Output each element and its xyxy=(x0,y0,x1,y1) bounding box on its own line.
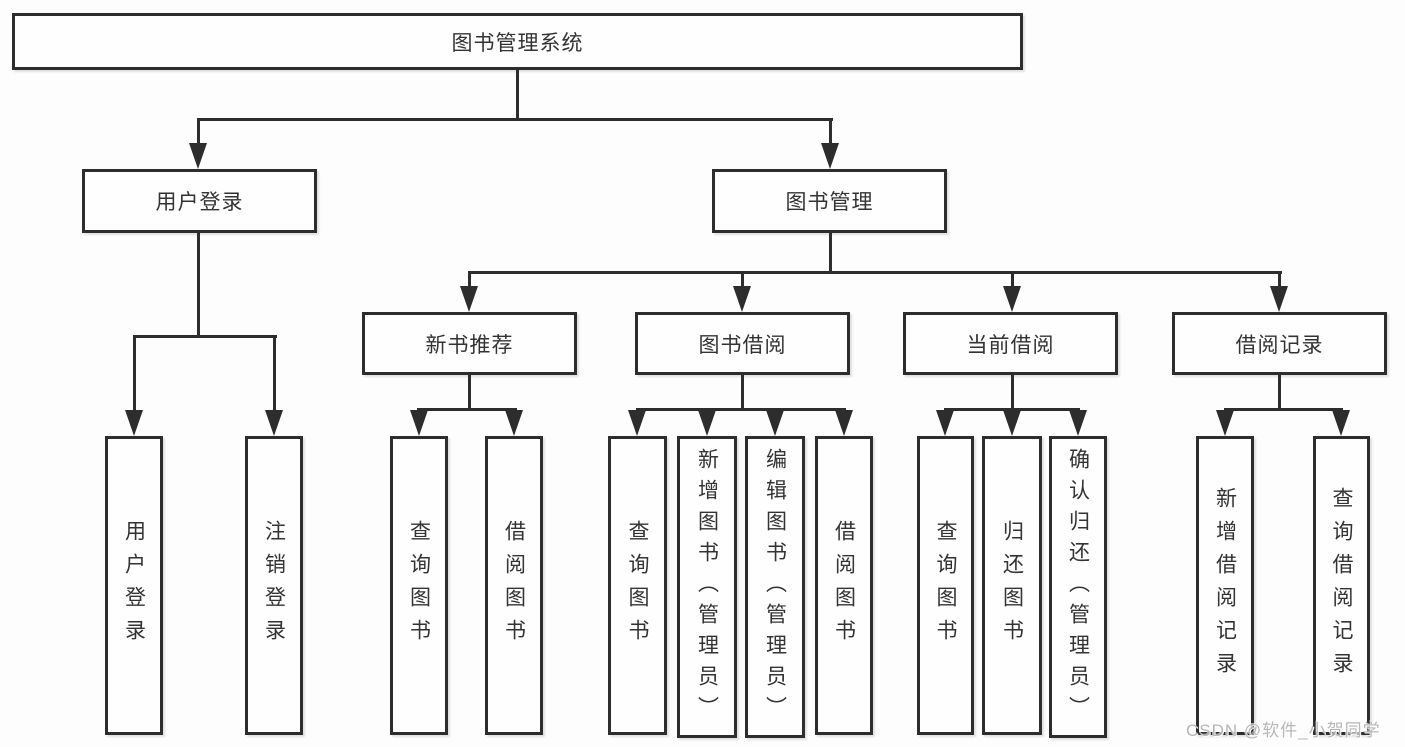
arrow-down-icon xyxy=(410,410,428,436)
connector-stub-current-borrow xyxy=(1011,271,1014,290)
leaf-label: 编辑图书（管理员） xyxy=(763,447,787,727)
leaf-label: 查询图书 xyxy=(934,519,957,652)
leaf-user-login: 用户登录 xyxy=(105,436,163,735)
connector-borrowrecords-split xyxy=(1224,408,1343,411)
arrow-down-icon xyxy=(766,410,784,436)
connector-stub-book-mgmt xyxy=(829,118,832,146)
node-current-borrow: 当前借阅 xyxy=(903,312,1118,375)
leaf-borrow-borrow: 借阅图书 xyxy=(815,436,873,735)
leaf-current-confirm: 确认归还（管理员） xyxy=(1049,436,1107,738)
node-book-mgmt: 图书管理 xyxy=(712,169,947,233)
leaf-borrow-query: 查询图书 xyxy=(608,436,667,735)
leaf-label: 确认归还（管理员） xyxy=(1066,447,1090,727)
arrow-down-icon xyxy=(1332,410,1350,436)
leaf-borrow-edit: 编辑图书（管理员） xyxy=(745,436,805,738)
connector-stub-leaf xyxy=(273,335,276,412)
arrow-down-icon xyxy=(189,143,207,169)
arrow-down-icon xyxy=(265,410,283,436)
connector-currentborrow-drop xyxy=(1011,375,1014,410)
arrow-down-icon xyxy=(505,410,523,436)
connector-stub-user-login xyxy=(197,118,200,146)
leaf-records-add: 新增借阅记录 xyxy=(1196,436,1254,735)
connector-stub-borrow-records xyxy=(1278,271,1281,290)
connector-bookmgmt-split xyxy=(468,271,1282,274)
leaf-records-query: 查询借阅记录 xyxy=(1313,436,1370,735)
leaf-label: 查询图书 xyxy=(407,519,431,652)
arrow-down-icon xyxy=(733,286,751,312)
leaf-label: 新增图书（管理员） xyxy=(695,447,719,727)
connector-newbooks-split xyxy=(417,408,517,411)
node-label: 图书管理 xyxy=(785,191,874,214)
connector-stub-book-borrow xyxy=(741,271,744,290)
node-label: 图书借阅 xyxy=(698,333,787,357)
node-label: 借阅记录 xyxy=(1235,333,1324,357)
node-library-system: 图书管理系统 xyxy=(12,13,1023,70)
leaf-label: 借阅图书 xyxy=(502,519,526,652)
arrow-down-icon xyxy=(1003,286,1021,312)
connector-bookmgmt-drop xyxy=(829,233,832,273)
leaf-label: 查询借阅记录 xyxy=(1330,486,1353,685)
node-label: 用户登录 xyxy=(155,191,244,214)
arrow-down-icon xyxy=(628,410,646,436)
arrow-down-icon xyxy=(125,410,143,436)
arrow-down-icon xyxy=(835,410,853,436)
arrow-down-icon xyxy=(936,410,954,436)
arrow-down-icon xyxy=(1003,410,1021,436)
connector-borrowrecords-drop xyxy=(1278,375,1281,410)
arrow-down-icon xyxy=(460,286,478,312)
connector-bookborrow-split xyxy=(636,408,846,411)
connector-userlogin-drop xyxy=(197,233,200,337)
arrow-down-icon xyxy=(1270,286,1288,312)
leaf-borrow-add: 新增图书（管理员） xyxy=(677,436,737,738)
csdn-watermark: CSDN @软件_小贺同学 xyxy=(1186,721,1381,740)
leaf-current-query: 查询图书 xyxy=(917,436,974,735)
leaf-label: 用户登录 xyxy=(122,519,146,652)
connector-root-drop xyxy=(516,70,519,120)
node-user-login: 用户登录 xyxy=(82,169,317,233)
arrow-down-icon xyxy=(698,410,716,436)
leaf-label: 借阅图书 xyxy=(832,519,856,652)
leaf-label: 查询图书 xyxy=(626,519,649,652)
node-new-books: 新书推荐 xyxy=(362,312,577,375)
leaf-label: 归还图书 xyxy=(1000,519,1024,652)
node-label: 新书推荐 xyxy=(425,333,514,357)
leaf-label: 注销登录 xyxy=(262,519,286,652)
connector-stub-leaf xyxy=(133,335,136,412)
arrow-down-icon xyxy=(1069,410,1087,436)
leaf-newbooks-query: 查询图书 xyxy=(390,436,448,735)
connector-stub-new-books xyxy=(468,271,471,290)
leaf-current-return: 归还图书 xyxy=(982,436,1042,735)
node-label: 图书管理系统 xyxy=(451,31,584,55)
connector-newbooks-drop xyxy=(468,375,471,410)
arrow-down-icon xyxy=(821,143,839,169)
leaf-newbooks-borrow: 借阅图书 xyxy=(485,436,543,735)
node-book-borrow: 图书借阅 xyxy=(635,312,850,375)
connector-root-split xyxy=(197,118,833,121)
leaf-label: 新增借阅记录 xyxy=(1213,486,1237,685)
connector-bookborrow-drop xyxy=(741,375,744,410)
arrow-down-icon xyxy=(1216,410,1234,436)
connector-userlogin-split xyxy=(133,335,277,338)
node-borrow-records: 借阅记录 xyxy=(1172,312,1387,375)
leaf-logout: 注销登录 xyxy=(245,436,303,735)
node-label: 当前借阅 xyxy=(966,333,1055,357)
